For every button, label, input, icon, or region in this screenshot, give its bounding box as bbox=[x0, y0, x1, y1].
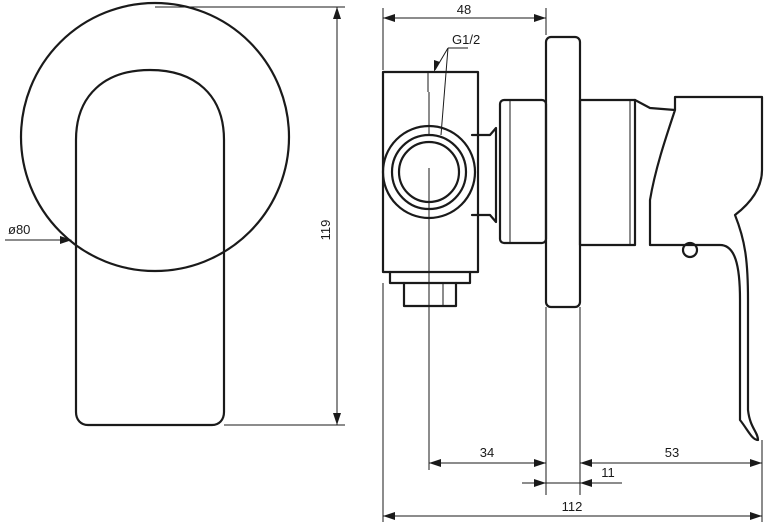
thread-arrow bbox=[434, 60, 440, 72]
dim11-arrow-left bbox=[534, 479, 546, 487]
lever-handle-front bbox=[74, 68, 226, 427]
thread-leader-3 bbox=[440, 47, 449, 136]
dim48-label: 48 bbox=[457, 2, 471, 17]
dim34-arrow-right bbox=[534, 459, 546, 467]
dim48-arrow-right bbox=[534, 14, 546, 22]
height-arrow-bottom bbox=[333, 413, 341, 425]
thread-label: G1/2 bbox=[452, 32, 480, 47]
lever-handle-side bbox=[633, 95, 764, 442]
handle-sleeve bbox=[578, 98, 637, 247]
bottom-fitting bbox=[388, 270, 472, 285]
handle-screw bbox=[681, 241, 699, 259]
diameter-label: ø80 bbox=[8, 222, 30, 237]
cartridge bbox=[498, 98, 548, 245]
front-view: ø80 119 bbox=[5, 1, 345, 427]
dim34-arrow-left bbox=[429, 459, 441, 467]
bottom-thread bbox=[402, 281, 458, 308]
dim53-label: 53 bbox=[665, 445, 679, 460]
height-label: 119 bbox=[318, 220, 333, 241]
dim112-arrow-right bbox=[750, 512, 762, 520]
valve-body bbox=[381, 70, 480, 274]
dim53-arrow-left bbox=[580, 459, 592, 467]
dim11-label: 11 bbox=[601, 465, 615, 480]
dim11-arrow-right bbox=[580, 479, 592, 487]
dim53-arrow-right bbox=[750, 459, 762, 467]
dim112-arrow-left bbox=[383, 512, 395, 520]
height-arrow-top bbox=[333, 7, 341, 19]
diameter-arrow bbox=[60, 236, 72, 244]
dim34-label: 34 bbox=[480, 445, 494, 460]
side-view: G1/2 48 34 53 11 112 bbox=[381, 2, 764, 522]
dim48-arrow-left bbox=[383, 14, 395, 22]
wall-plate bbox=[544, 35, 582, 309]
dim112-label: 112 bbox=[562, 499, 583, 514]
cover-plate-circle bbox=[19, 1, 291, 273]
neck bbox=[470, 126, 498, 224]
